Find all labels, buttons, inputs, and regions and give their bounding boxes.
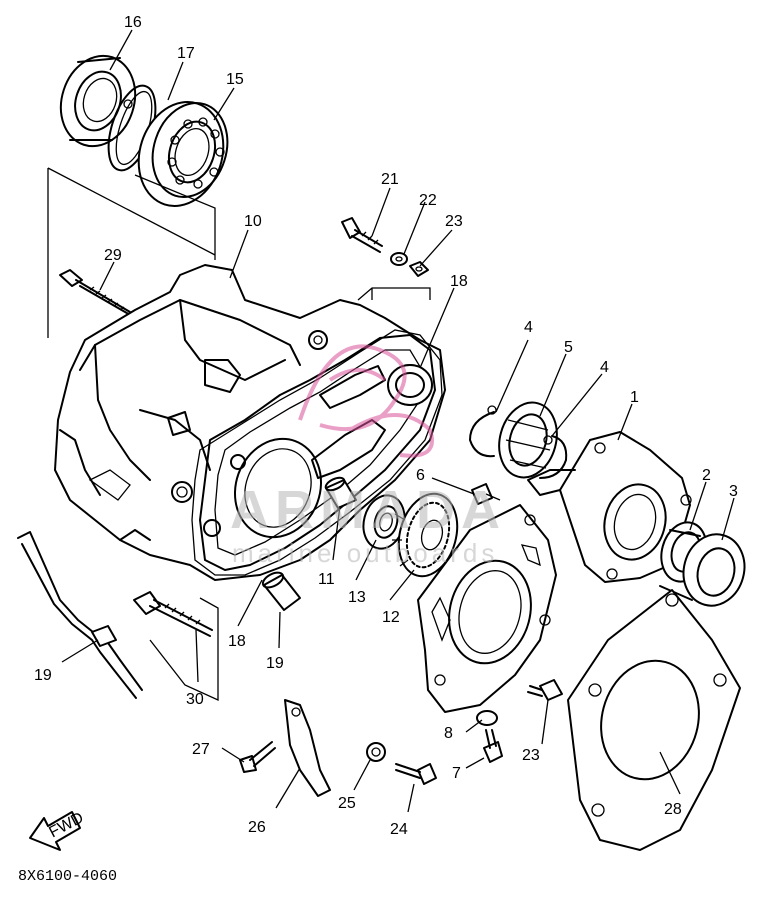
nut-22 bbox=[409, 261, 429, 277]
circlip-4b bbox=[539, 435, 568, 479]
callout-15: 17 bbox=[177, 45, 195, 62]
callout-16: 18 bbox=[450, 273, 468, 290]
watermark-brand: ARMADA bbox=[230, 480, 506, 540]
callout-29: 29 bbox=[104, 247, 122, 264]
dipstick-17 bbox=[17, 531, 143, 699]
callout-30: 30 bbox=[186, 691, 204, 708]
callout-27: 27 bbox=[192, 741, 210, 758]
screw-24 bbox=[395, 763, 437, 785]
callout-20: 21 bbox=[381, 171, 399, 188]
dowel-pin-10 bbox=[324, 476, 357, 509]
gasket-18 bbox=[191, 329, 443, 576]
washer-25 bbox=[366, 742, 386, 762]
callout-13: 15 bbox=[226, 71, 244, 88]
circlip-4a bbox=[469, 405, 497, 458]
gasket-28 bbox=[567, 589, 741, 851]
gear-11 bbox=[392, 492, 459, 578]
bolt-23 bbox=[527, 679, 563, 701]
callout-10: 11 bbox=[318, 571, 335, 588]
fwd-arrow: FWD bbox=[29, 809, 87, 851]
bearing-13 bbox=[137, 101, 229, 207]
callout-17: 19 bbox=[34, 667, 52, 684]
bearing-14 bbox=[59, 54, 137, 148]
callout-4b: 4 bbox=[600, 359, 609, 376]
callout-26: 26 bbox=[248, 819, 266, 836]
callout-5: 5 bbox=[564, 339, 573, 356]
leader-lines bbox=[61, 29, 735, 813]
callout-24: 24 bbox=[390, 821, 408, 838]
callout-3: 3 bbox=[729, 483, 738, 500]
callout-23: 23 bbox=[522, 747, 540, 764]
callout-7: 7 bbox=[452, 765, 461, 782]
bolt-29 bbox=[59, 269, 133, 317]
cover-plate bbox=[417, 504, 557, 713]
armada-logo-icon bbox=[298, 344, 434, 458]
callout-8: 8 bbox=[444, 725, 453, 742]
armada-watermark: ARMADA marine outboards bbox=[230, 344, 506, 568]
callout-11: 12 bbox=[382, 609, 400, 626]
callout-14: 16 bbox=[124, 14, 142, 31]
screw-7 bbox=[483, 729, 503, 763]
spring-5 bbox=[498, 401, 558, 479]
screw-6 bbox=[471, 483, 501, 505]
callout-9: 10 bbox=[244, 213, 262, 230]
callout-21: 22 bbox=[419, 192, 437, 209]
bolt-30 bbox=[133, 591, 213, 637]
callout-4a: 4 bbox=[524, 319, 533, 336]
callout-1: 1 bbox=[630, 389, 639, 406]
callout-19: 19 bbox=[266, 655, 284, 672]
watermark-tagline: marine outboards bbox=[232, 538, 498, 568]
callout-6: 6 bbox=[416, 467, 425, 484]
drawing-code: 8X6100-4060 bbox=[18, 868, 117, 885]
callout-28: 28 bbox=[664, 801, 682, 818]
callout-labels: 16 17 15 10 29 21 22 23 18 4 5 4 1 2 3 6… bbox=[34, 14, 738, 838]
callout-22: 23 bbox=[445, 213, 463, 230]
oil-seal-12 bbox=[362, 494, 406, 550]
bracket-26 bbox=[284, 699, 331, 797]
bearing-3 bbox=[659, 529, 746, 607]
washer-21 bbox=[390, 252, 408, 266]
washer-8 bbox=[476, 710, 498, 726]
sleeve-19 bbox=[261, 571, 301, 611]
callout-25: 25 bbox=[338, 795, 356, 812]
housing-1 bbox=[527, 431, 692, 583]
callout-12: 13 bbox=[348, 589, 366, 606]
callout-2: 2 bbox=[702, 467, 711, 484]
callout-18: 18 bbox=[228, 633, 246, 650]
bolt-27 bbox=[239, 741, 276, 773]
bolt-20 bbox=[341, 217, 383, 253]
